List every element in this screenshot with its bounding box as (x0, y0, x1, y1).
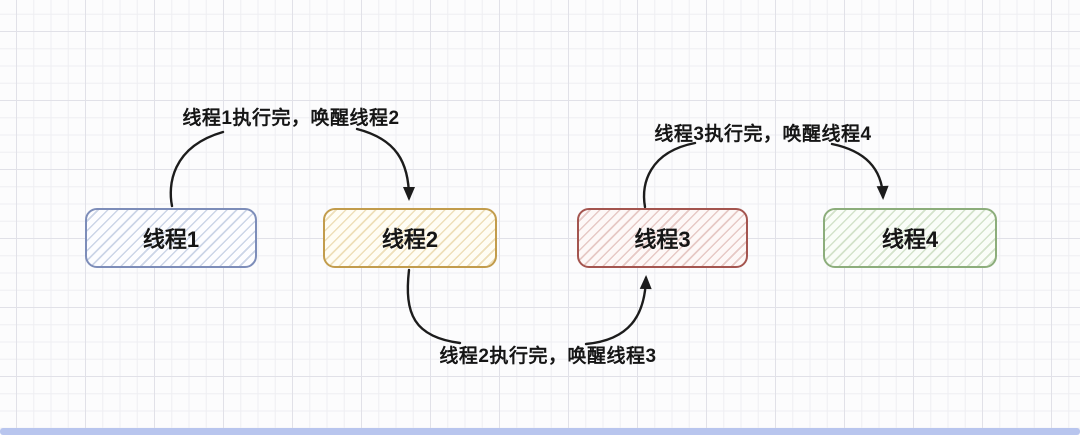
thread-box-2-label: 线程2 (381, 227, 439, 252)
connector-label3-to-thread3-arrow (584, 275, 652, 346)
thread-box-1: 线程1 (85, 208, 257, 268)
thread-box-1-label: 线程1 (142, 227, 200, 252)
annotation-thread1-wakes-thread2: 线程1执行完，唤醒线程2 (182, 108, 400, 129)
thread-box-3-label: 线程3 (634, 227, 691, 252)
thread-box-4: 线程4 (823, 208, 997, 268)
connector-thread3-to-label2 (642, 141, 697, 209)
bottom-scrollbar[interactable] (0, 428, 1080, 435)
thread-box-2: 线程2 (323, 208, 497, 268)
thread-box-4-label: 线程4 (881, 227, 939, 252)
connector-thread2-to-label3 (406, 268, 462, 345)
annotation-thread2-wakes-thread3: 线程2执行完，唤醒线程3 (439, 346, 657, 367)
connector-thread1-to-label1 (169, 130, 225, 208)
connector-label1-to-thread2-arrow (355, 127, 415, 201)
thread-box-3: 线程3 (577, 208, 748, 268)
annotation-thread3-wakes-thread4: 线程3执行完，唤醒线程4 (654, 124, 872, 145)
connector-label2-to-thread4-arrow (830, 142, 889, 200)
